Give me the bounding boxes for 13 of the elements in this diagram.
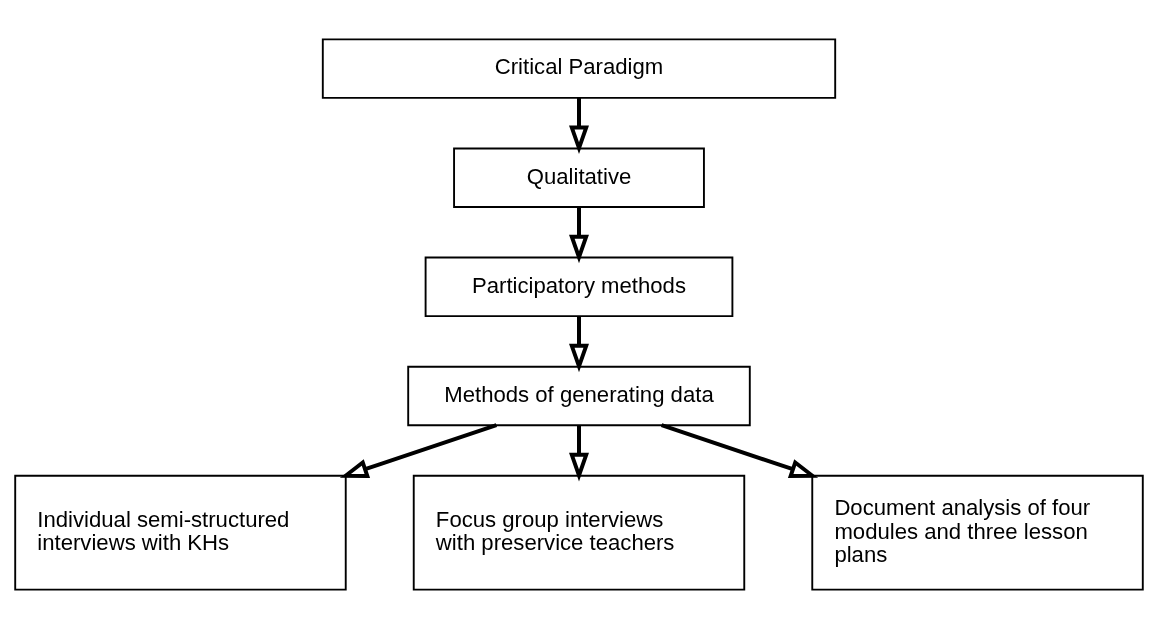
arrow [339, 422, 498, 478]
node-box: Qualitative [453, 147, 705, 208]
node-box: Participatory methods [424, 256, 734, 317]
node-box: Document analysis of four modules and three lesson plans [811, 474, 1144, 591]
node-box: Methods of generating data [407, 365, 751, 426]
node-box: Individual semi-structured interviews with KHs [14, 474, 347, 591]
arrow [569, 206, 589, 263]
arrow [569, 315, 589, 372]
node-box: Critical Paradigm [321, 37, 837, 99]
arrow [569, 97, 589, 154]
arrow [569, 424, 589, 481]
arrow [660, 422, 819, 478]
node-box: Focus group interviews with preservice teachers [412, 474, 746, 591]
